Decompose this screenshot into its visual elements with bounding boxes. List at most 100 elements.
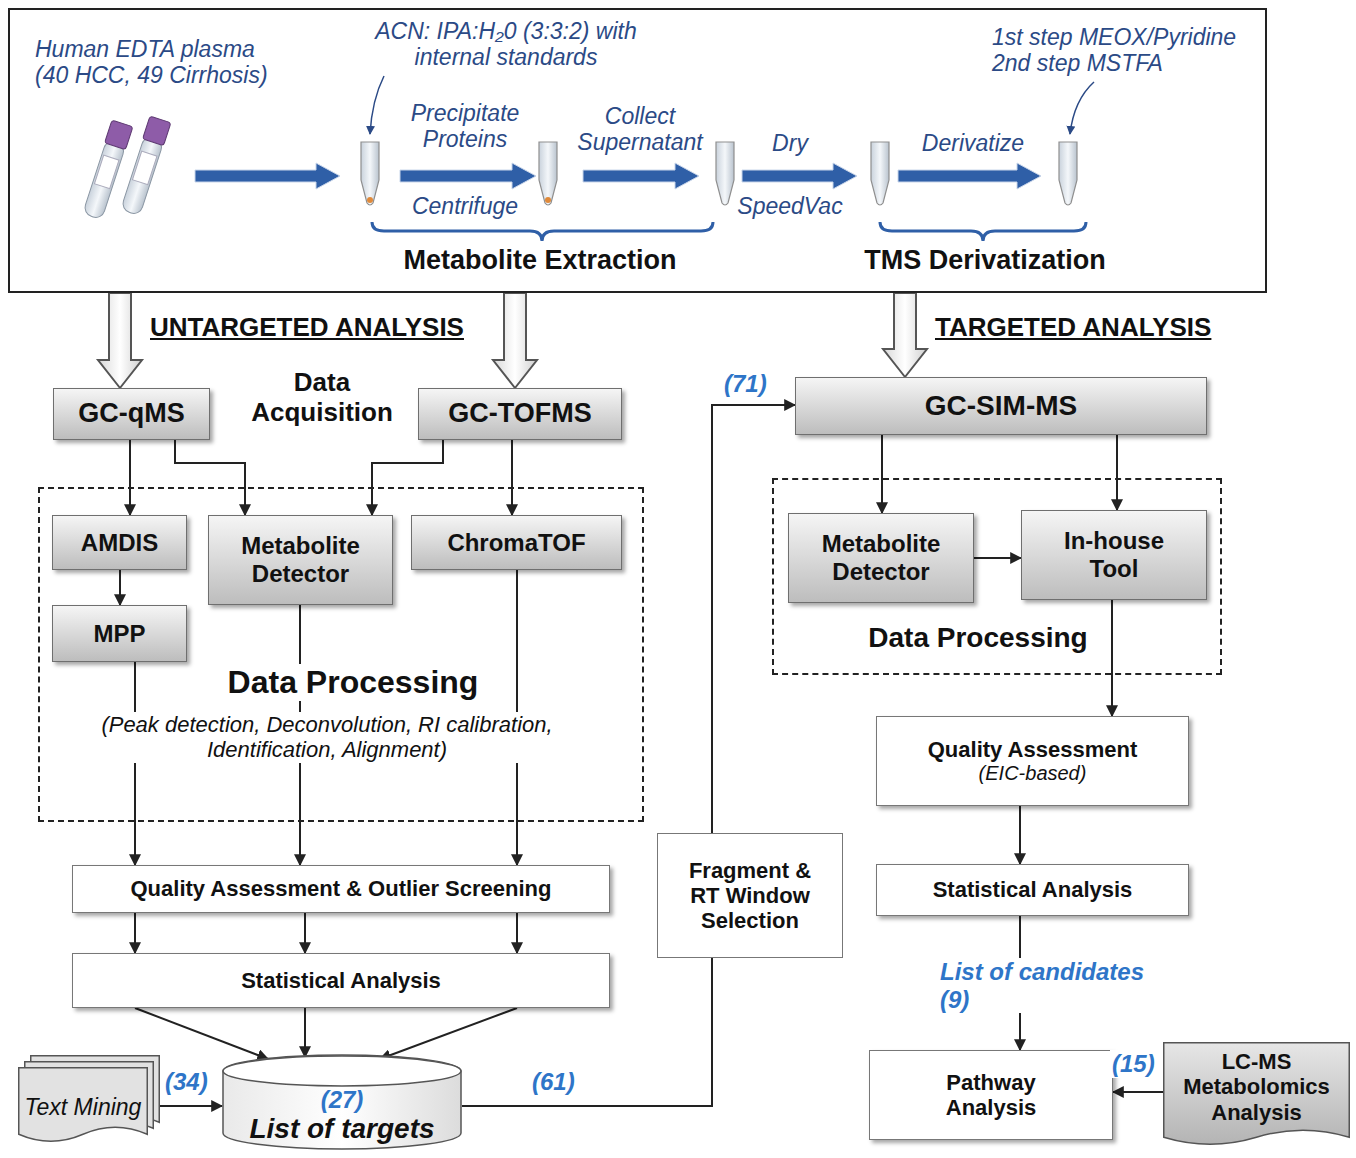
instrument-box: GC-qMS (53, 388, 210, 440)
block-arrow (98, 293, 142, 388)
cylinder-body (223, 1055, 461, 1149)
step-label: ACN: IPA:H₂0 (3:3:2) with internal stand… (370, 18, 642, 71)
node-label: MPP (93, 620, 145, 648)
decoration (143, 116, 171, 146)
callout-number: List of candidates (9) (938, 958, 1167, 1013)
node-label: LC-MS Metabolomics Analysis (1171, 1049, 1342, 1125)
document-stack: Text Mining (18, 1055, 160, 1147)
instrument-box: GC-SIM-MS (795, 377, 1207, 435)
node-label: AMDIS (81, 529, 158, 557)
group-heading: Data Processing (864, 622, 1091, 654)
decoration (716, 142, 734, 205)
section-heading: TARGETED ANALYSIS (935, 313, 1211, 343)
connector-arrow (160, 1105, 222, 1107)
node-label: Quality Assessment & Outlier Screening (131, 876, 552, 901)
decoration (880, 222, 1086, 241)
connector-arrow (516, 913, 518, 953)
step-label: Derivatize (898, 130, 1048, 156)
decoration (583, 163, 699, 189)
process-box: Pathway Analysis (869, 1050, 1113, 1140)
node-label: (EIC-based) (979, 762, 1087, 785)
decoration (1070, 82, 1094, 134)
connector-arrow (974, 557, 1021, 559)
connector-arrow (1019, 806, 1021, 864)
node-label: Text Mining (25, 1094, 142, 1120)
software-box: ChromaTOF (411, 515, 622, 570)
decoration (120, 116, 171, 216)
step-label: 1st step MEOX/Pyridine 2nd step MSTFA (992, 24, 1262, 77)
decoration (370, 76, 384, 134)
document-sheet (19, 1068, 148, 1142)
section-heading: UNTARGETED ANALYSIS (150, 313, 464, 343)
decoration (898, 163, 1041, 189)
node-label: List of targets (249, 1113, 434, 1145)
connector-arrow (380, 1008, 517, 1059)
processing-group: Data Processing (Peak detection, Deconvol… (38, 487, 644, 822)
decoration (121, 135, 164, 215)
step-label: Human EDTA plasma (40 HCC, 49 Cirrhosis) (35, 36, 287, 89)
connector-arrow (129, 440, 131, 515)
node-label: Metabolite Detector (799, 530, 963, 585)
decoration (539, 142, 557, 205)
step-label: TMS Derivatization (830, 245, 1140, 276)
connector-arrow (304, 1008, 306, 1057)
connector-arrow (135, 1008, 268, 1059)
node-label: GC-SIM-MS (925, 390, 1077, 422)
connector-arrow (372, 440, 443, 515)
decoration (361, 142, 379, 205)
node-label: Pathway Analysis (910, 1070, 1072, 1121)
decoration (94, 155, 118, 188)
connector-arrow (881, 435, 883, 513)
instrument-box: GC-TOFMS (418, 388, 622, 440)
step-label: Dry (745, 130, 835, 156)
callout-number: (34) (163, 1068, 210, 1096)
step-label: (Peak detection, Deconvolution, RI calib… (47, 712, 607, 763)
node-label: Quality Assessment (928, 737, 1138, 762)
process-box: Quality Assessment(EIC-based) (876, 716, 1189, 806)
process-box: Fragment & RT Window Selection (657, 833, 843, 958)
node-label: GC-qMS (78, 398, 184, 429)
connector-arrow (134, 913, 136, 953)
process-box: Statistical Analysis (876, 864, 1189, 916)
node-label: (27) (321, 1086, 364, 1114)
process-arrows (195, 163, 1041, 189)
callout-number: (15) (1110, 1050, 1157, 1078)
process-box: Statistical Analysis (72, 953, 610, 1008)
node-label: Fragment & RT Window Selection (678, 858, 822, 934)
block-arrow (883, 293, 927, 377)
software-box: Metabolite Detector (208, 515, 393, 605)
connector-arrow (511, 440, 513, 515)
decoration (871, 142, 889, 205)
connector-arrow (1116, 435, 1118, 510)
decoration (372, 222, 713, 241)
cylinder-top (223, 1056, 461, 1086)
database-cylinder: (27)List of targets (222, 1055, 462, 1150)
brackets (372, 222, 1086, 241)
connector-arrow (1111, 600, 1113, 716)
decoration (545, 197, 551, 203)
document-shape: LC-MS Metabolomics Analysis (1163, 1042, 1350, 1150)
connector-arrow (134, 662, 136, 865)
node-label: GC-TOFMS (448, 398, 592, 429)
process-box: Quality Assessment & Outlier Screening (72, 865, 610, 913)
document-sheet (1164, 1043, 1350, 1145)
step-label: Metabolite Extraction (360, 245, 720, 276)
node-label: In-house Tool (1052, 527, 1176, 582)
block-arrow (493, 293, 537, 388)
callout-number: (71) (722, 370, 769, 398)
software-box: Metabolite Detector (788, 513, 974, 603)
node-label: Statistical Analysis (241, 968, 441, 993)
node-label: Statistical Analysis (933, 877, 1133, 902)
node-label: Metabolite Detector (219, 532, 382, 587)
decoration (83, 139, 126, 219)
group-heading: Data Processing (224, 664, 483, 701)
decoration (400, 163, 536, 189)
connector-arrow (712, 405, 795, 833)
decoration (1059, 142, 1077, 205)
processing-group: Data Processing Metabolite Detector In-hou… (772, 478, 1222, 675)
step-label: SpeedVac (725, 193, 855, 219)
decoration (742, 163, 857, 189)
step-label: Centrifuge (395, 193, 535, 219)
decoration (195, 163, 340, 189)
